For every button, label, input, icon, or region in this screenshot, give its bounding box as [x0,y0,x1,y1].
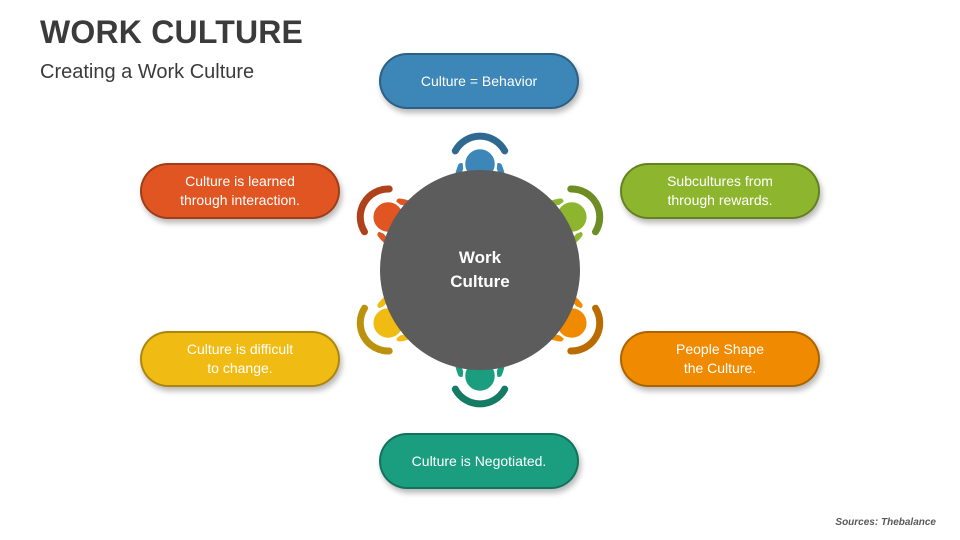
item-subcultures-rewards: Subcultures from through rewards. [620,163,820,219]
chair-back [567,304,604,355]
source-note: Sources: Thebalance [835,517,936,528]
item-culture-difficult: Culture is difficult to change. [140,331,340,387]
item-culture-negotiated: Culture is Negotiated. [379,433,579,489]
chair-back [567,185,604,236]
center-label: Work Culture [450,248,510,291]
item-people-shape-culture: People Shape the Culture. [620,331,820,387]
page-title: WORK CULTURE [40,14,304,50]
round-table [380,170,580,370]
item-culture-behavior: Culture = Behavior [379,53,579,109]
page-subtitle: Creating a Work Culture [40,61,255,83]
chair-back [451,132,509,155]
chair-back [356,304,393,355]
chair-back [451,385,509,408]
item-culture-learned: Culture is learned through interaction. [140,163,340,219]
chair-back [356,185,393,236]
